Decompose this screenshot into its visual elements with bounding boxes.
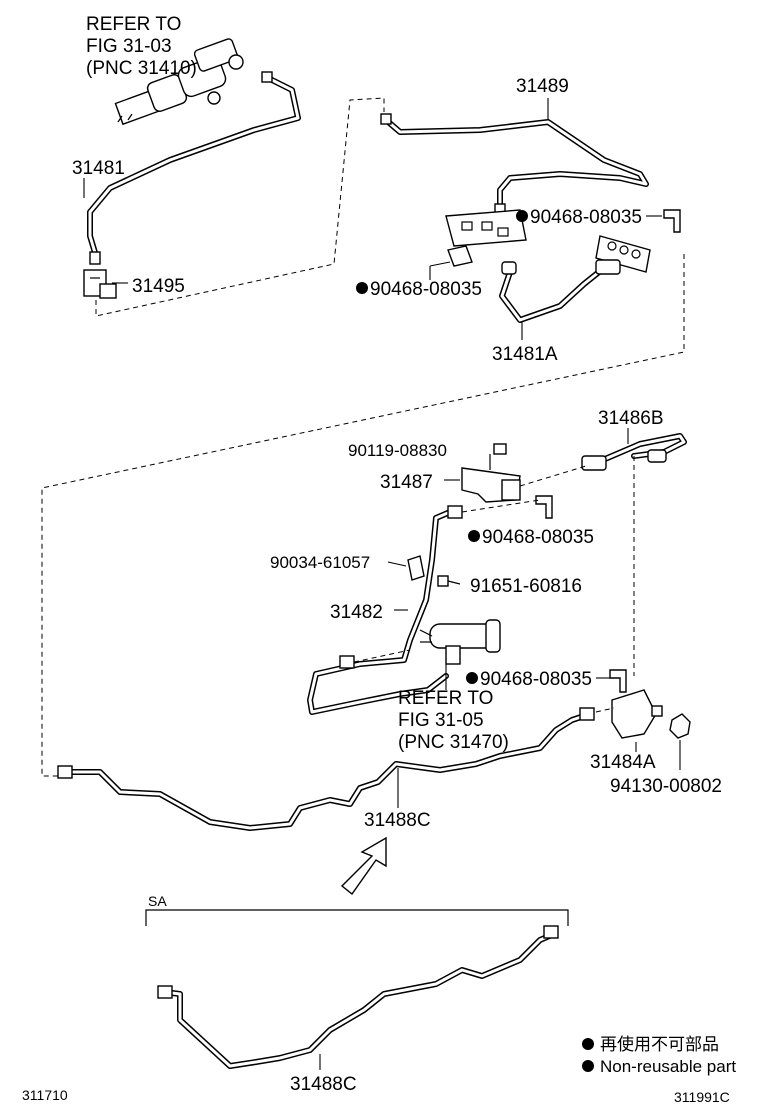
label-31495: 31495: [132, 276, 185, 297]
label-31484A: 31484A: [590, 752, 656, 773]
nut-94130-00802: [669, 713, 691, 739]
master-cylinder-assembly: [114, 38, 244, 126]
label-sa-tag: SA: [148, 893, 167, 909]
label-31489: 31489: [516, 76, 569, 97]
label-31482: 31482: [330, 602, 383, 623]
hose-31486B: [581, 433, 687, 471]
tube-31481: [87, 71, 301, 265]
footer-left-code: 311710: [22, 1087, 68, 1103]
clip-90468-mid: [535, 495, 553, 519]
label-90468-08035-b: 90468-08035: [370, 279, 482, 300]
label-31488C-lower: 31488C: [290, 1074, 357, 1095]
label-31486B: 31486B: [598, 408, 664, 429]
direction-arrow: [340, 836, 387, 896]
label-31481: 31481: [72, 158, 125, 179]
label-91651-60816: 91651-60816: [470, 576, 582, 597]
footer-right-code: 311991C: [674, 1089, 730, 1105]
label-90119-08830: 90119-08830: [348, 441, 447, 460]
tube-31489: [380, 113, 649, 217]
bracket-31484A: [611, 689, 663, 739]
tube-31488C-upper: [57, 707, 595, 831]
bracket-plate-31481A: [595, 235, 651, 273]
bolt-90119-08830: [489, 443, 507, 470]
legend-dot-en: [582, 1060, 594, 1072]
non-reusable-dot: [516, 210, 528, 222]
clip-90468-upper-right: [663, 209, 681, 233]
label-90468-08035-a: 90468-08035: [530, 207, 642, 228]
legend-text-jp: 再使用不可部品: [600, 1034, 719, 1054]
label-refer-mid-2: FIG 31-05: [398, 710, 484, 731]
slave-cylinder-assembly: [419, 619, 501, 665]
label-31488C-upper: 31488C: [364, 810, 431, 831]
label-refer-mid-3: (PNC 31470): [398, 732, 509, 753]
clip-90468-lower: [609, 669, 627, 693]
non-reusable-dot: [356, 282, 368, 294]
clamp-90034-61057: [407, 555, 425, 581]
non-reusable-dot: [468, 530, 480, 542]
label-94130-00802: 94130-00802: [610, 776, 722, 797]
label-refer-top-3: (PNC 31410): [86, 58, 197, 79]
sa-bracket-line: [145, 909, 569, 926]
bracket-31487: [461, 467, 521, 503]
clip-90468-upper-left: [447, 245, 473, 267]
label-refer-top-2: FIG 31-03: [86, 36, 172, 57]
legend-text-en: Non-reusable part: [600, 1057, 736, 1076]
label-refer-top-1: REFER TO: [86, 14, 181, 35]
label-31487: 31487: [380, 472, 433, 493]
tube-31488C-lower: [157, 925, 559, 1069]
label-refer-mid-1: REFER TO: [398, 688, 493, 709]
tube-31482: [307, 505, 463, 715]
bracket-plate-top: [445, 209, 527, 247]
hose-31481A: [499, 259, 621, 323]
label-31481A: 31481A: [492, 344, 558, 365]
label-90468-08035-d: 90468-08035: [480, 669, 592, 690]
legend-dot-jp: [582, 1038, 594, 1050]
clip-31495: [83, 269, 117, 299]
label-90034-61057: 90034-61057: [270, 553, 370, 572]
label-90468-08035-c: 90468-08035: [482, 527, 594, 548]
bolt-91651-60816: [437, 575, 461, 587]
non-reusable-dot: [466, 672, 478, 684]
